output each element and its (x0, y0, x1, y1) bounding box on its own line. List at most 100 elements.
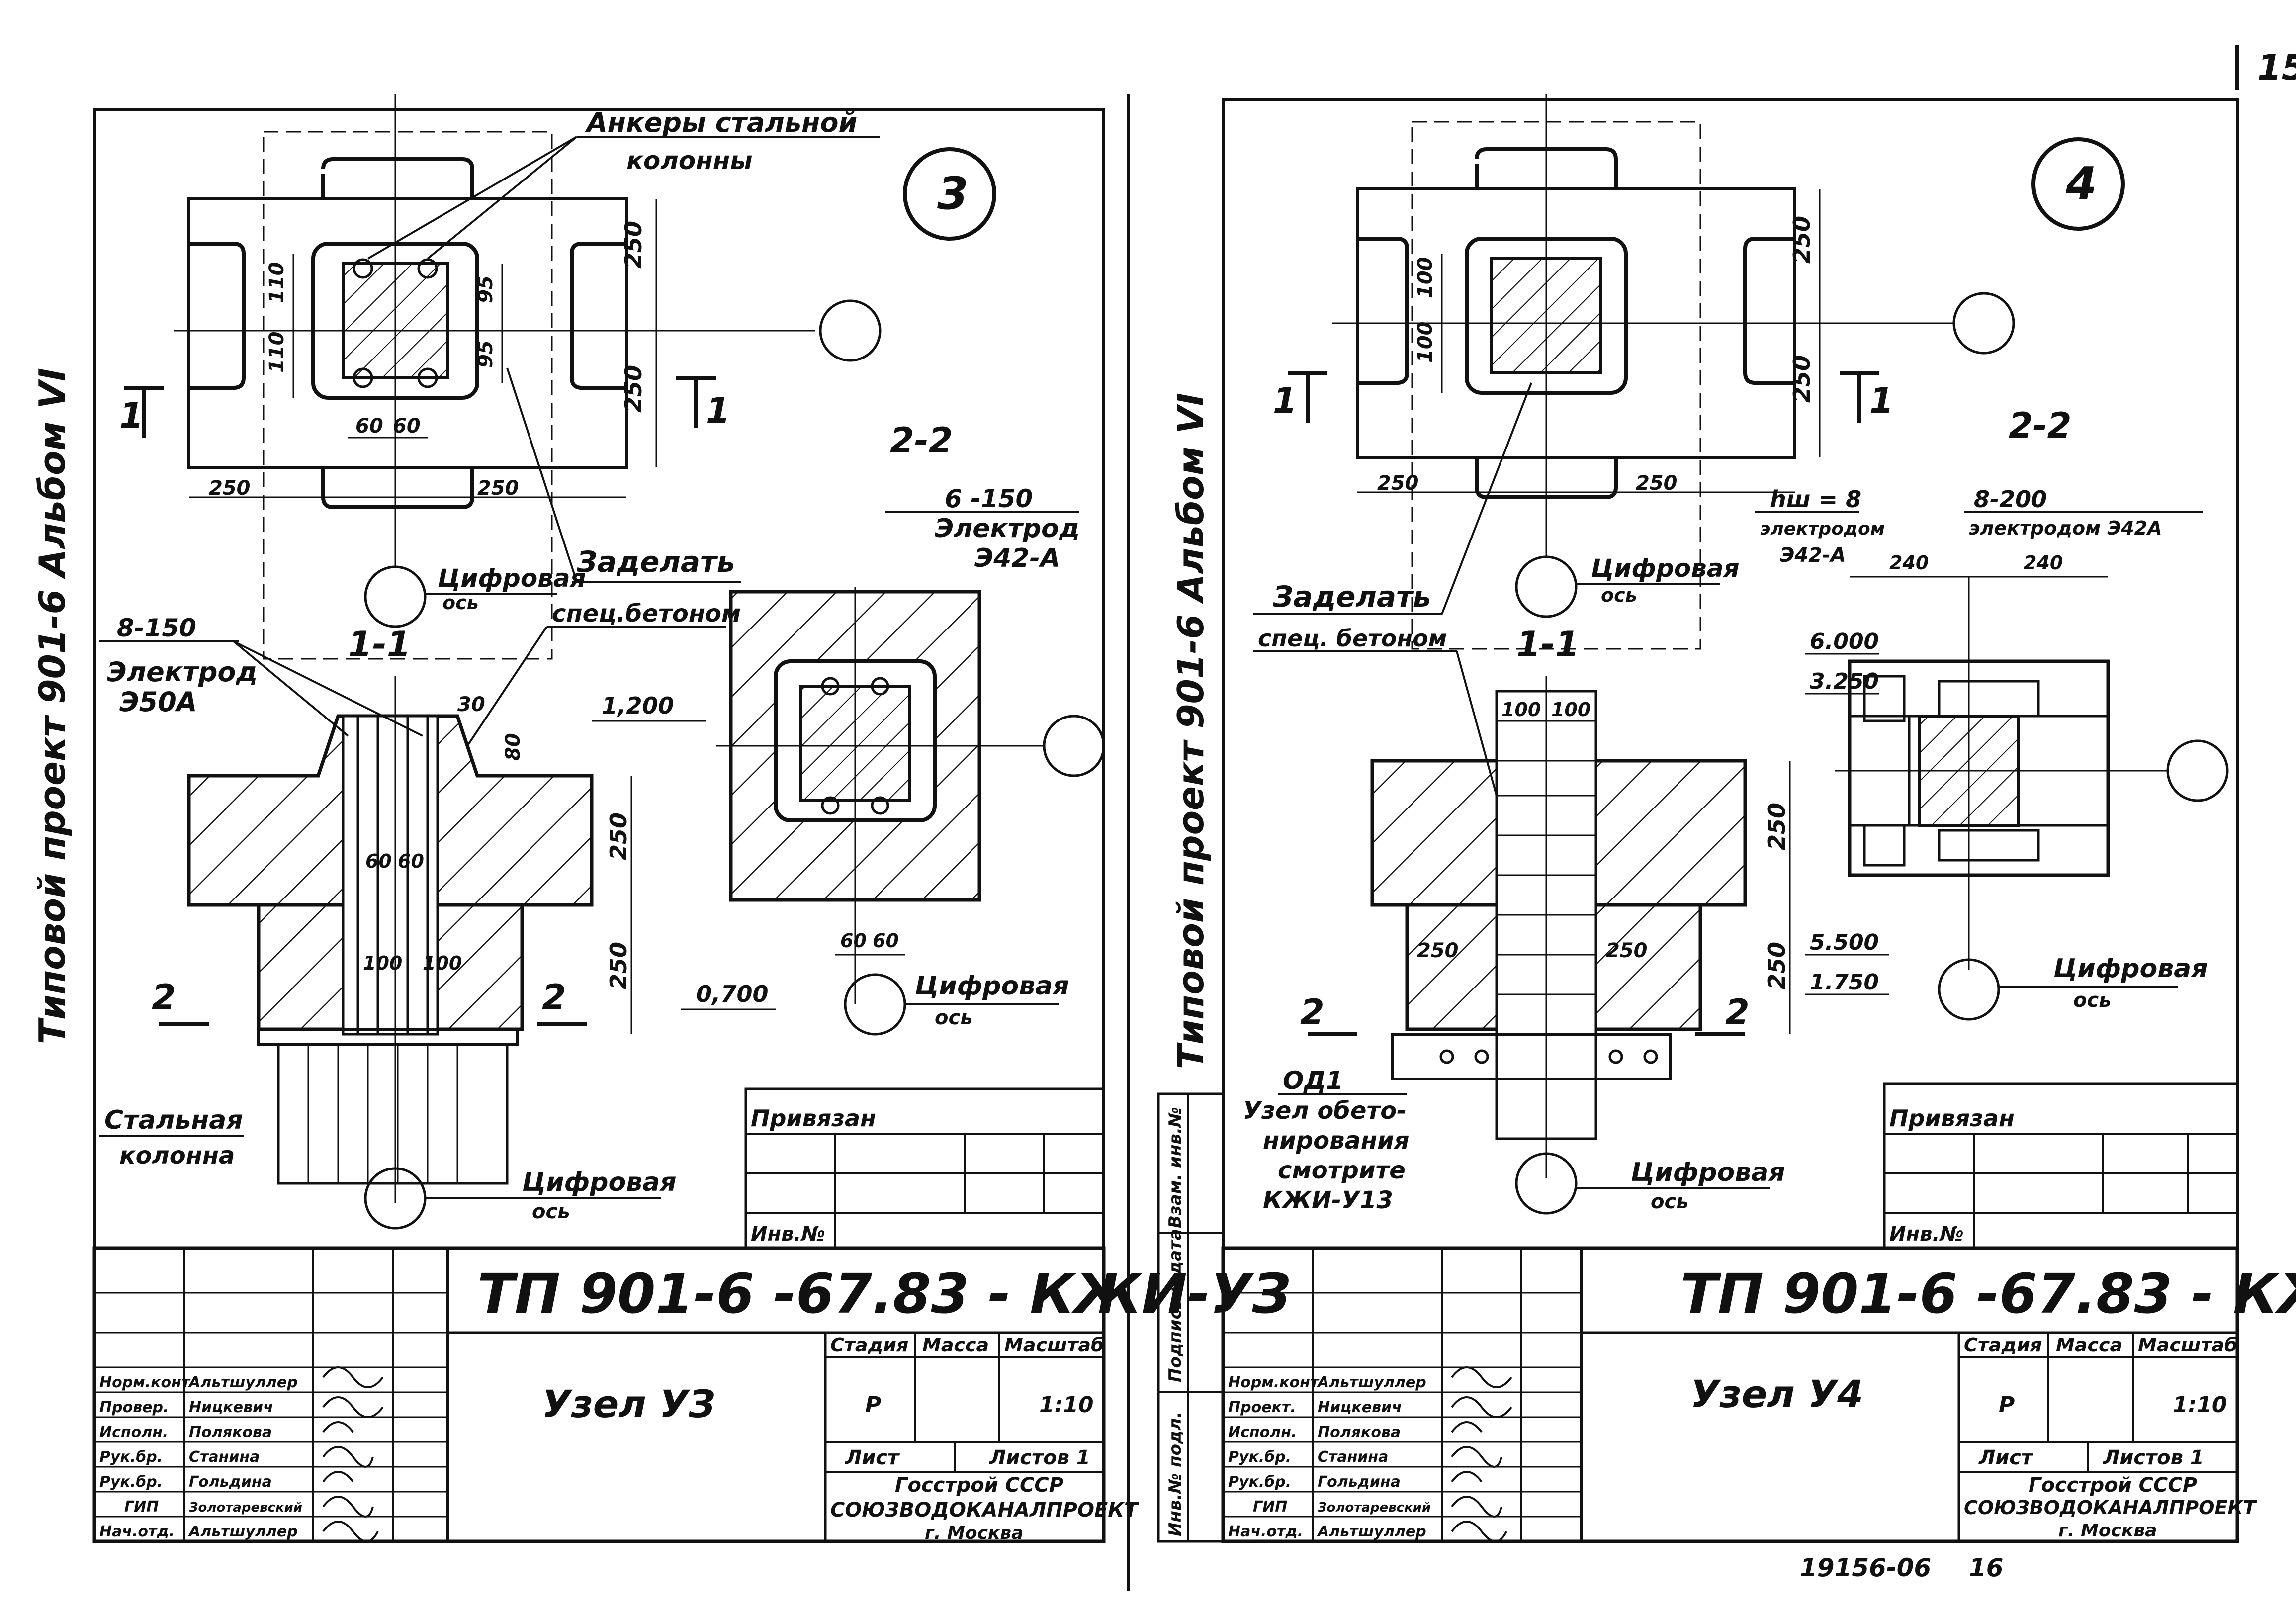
svg-text:Нач.отд.: Нач.отд. (99, 1523, 175, 1540)
svg-text:250: 250 (1788, 355, 1815, 403)
left-album-text: Типовой проект 901-6 Альбом VI (31, 368, 73, 1044)
svg-text:Стальная: Стальная (104, 1105, 243, 1135)
svg-text:Цифровая: Цифровая (438, 564, 586, 593)
svg-text:Золотаревский: Золотаревский (1317, 1500, 1431, 1515)
svg-text:Масштаб: Масштаб (2138, 1334, 2238, 1356)
svg-text:1: 1 (706, 390, 730, 431)
svg-text:Электрод: Электрод (935, 514, 1080, 543)
svg-text:60: 60 (393, 415, 421, 438)
right-plan: 250 250 100 100 250 250 1 1 (1273, 94, 2015, 650)
svg-text:100: 100 (1414, 257, 1437, 299)
svg-text:Инв.№: Инв.№ (751, 1223, 825, 1246)
svg-text:60: 60 (840, 930, 867, 952)
svg-text:Рук.бр.: Рук.бр. (99, 1448, 163, 1466)
svg-text:Ницкевич: Ницкевич (1318, 1399, 1402, 1416)
svg-text:Гольдина: Гольдина (1318, 1473, 1401, 1491)
svg-text:колонны: колонны (626, 146, 753, 175)
svg-text:2: 2 (1725, 992, 1750, 1033)
svg-text:КЖИ-У13: КЖИ-У13 (1263, 1186, 1393, 1214)
svg-text:Узел обето-: Узел обето- (1243, 1097, 1407, 1125)
svg-text:100: 100 (423, 952, 462, 974)
svg-text:Цифровая: Цифровая (2053, 954, 2208, 984)
svg-text:250: 250 (620, 365, 647, 413)
svg-text:Станина: Станина (189, 1448, 260, 1466)
svg-text:Альтшуллер: Альтшуллер (1317, 1523, 1426, 1540)
left-node-circle (903, 147, 996, 241)
svg-text:Лист: Лист (845, 1446, 900, 1469)
page-number: 15 (2257, 47, 2296, 88)
left-node-title: Узел УЗ (542, 1382, 715, 1426)
right-section-2-2: 240 240 Цифровая ось (1835, 552, 2229, 1021)
svg-text:80: 80 (502, 733, 525, 761)
svg-text:электродом: электродом (1760, 519, 1885, 539)
svg-text:ОД1: ОД1 (1283, 1066, 1343, 1095)
svg-text:Стадия: Стадия (1964, 1334, 2042, 1356)
svg-text:Ницкевич: Ницкевич (189, 1399, 273, 1416)
svg-text:Госстрой СССР: Госстрой СССР (2029, 1474, 2197, 1497)
svg-text:Лист: Лист (1978, 1446, 2034, 1469)
svg-text:СОЮЗВОДОКАНАЛПРОЕКТ: СОЮЗВОДОКАНАЛПРОЕКТ (830, 1499, 1139, 1522)
svg-text:Инв.№ подл.: Инв.№ подл. (1165, 1412, 1185, 1536)
svg-text:8-150: 8-150 (117, 614, 196, 642)
svg-text:г. Москва: г. Москва (925, 1523, 1023, 1543)
svg-text:ГИП: ГИП (124, 1498, 159, 1516)
svg-text:спец. бетоном: спец. бетоном (1258, 625, 1447, 652)
svg-text:ось: ось (1651, 1190, 1688, 1213)
left-plan: 250 250 110 110 95 95 60 60 250 250 1 1 (119, 94, 882, 660)
svg-text:Привязан: Привязан (751, 1105, 876, 1132)
svg-text:Цифровая: Цифровая (1591, 554, 1740, 583)
svg-text:3.250: 3.250 (1810, 669, 1879, 694)
right-doc-code: ТП 901-6 -67.83 - КЖИ-У4 (1680, 1262, 2296, 1326)
svg-text:Привязан: Привязан (1889, 1105, 2015, 1132)
svg-text:Рук.бр.: Рук.бр. (1228, 1448, 1291, 1466)
svg-text:ГИП: ГИП (1253, 1498, 1287, 1516)
svg-text:hш = 8: hш = 8 (1770, 486, 1861, 513)
svg-text:1: 1 (119, 395, 144, 436)
svg-text:1,200: 1,200 (602, 692, 674, 719)
left-section-1-1: 1-1 250 250 30 80 60 60 1 (99, 614, 776, 1230)
svg-text:Масса: Масса (2056, 1334, 2122, 1356)
svg-text:Р: Р (1999, 1392, 2015, 1418)
left-title-block: ТП 901-6 -67.83 - КЖИ-УЗ Узел УЗ Стадия … (92, 1246, 1291, 1543)
svg-text:Рук.бр.: Рук.бр. (99, 1473, 163, 1491)
svg-text:Инв.№: Инв.№ (1889, 1223, 1964, 1246)
svg-text:Заделать: Заделать (1272, 580, 1431, 614)
right-sheet: Типовой проект 901-6 Альбом VI 4 250 250… (1157, 94, 2296, 1543)
svg-text:Цифровая: Цифровая (522, 1168, 677, 1197)
svg-text:250: 250 (477, 477, 519, 500)
svg-text:ось: ось (935, 1006, 972, 1029)
svg-text:ось: ось (532, 1200, 570, 1223)
svg-text:250: 250 (605, 812, 632, 860)
svg-text:60: 60 (398, 850, 424, 872)
svg-text:100: 100 (363, 952, 402, 974)
svg-text:100: 100 (1551, 699, 1590, 720)
svg-text:250: 250 (1377, 472, 1419, 495)
left-privyazan-block: Привязан Инв.№ (744, 1087, 1105, 1250)
svg-text:2-2: 2-2 (890, 420, 953, 461)
svg-text:Цифровая: Цифровая (915, 971, 1069, 1001)
svg-text:Норм.конт: Норм.конт (1228, 1374, 1320, 1391)
svg-text:Полякова: Полякова (1318, 1424, 1401, 1441)
svg-text:Полякова: Полякова (189, 1424, 272, 1441)
svg-text:смотрите: смотрите (1278, 1157, 1406, 1184)
svg-text:г. Москва: г. Москва (2058, 1521, 2157, 1541)
svg-text:Альтшуллер: Альтшуллер (1317, 1374, 1426, 1391)
svg-text:250: 250 (1788, 216, 1815, 264)
svg-text:Листов 1: Листов 1 (989, 1446, 1090, 1469)
svg-text:100: 100 (1501, 699, 1541, 720)
svg-text:95: 95 (474, 275, 497, 303)
svg-text:Взам. инв.№: Взам. инв.№ (1165, 1107, 1185, 1228)
svg-text:1: 1 (1273, 380, 1297, 421)
left-doc-code: ТП 901-6 -67.83 - КЖИ-УЗ (477, 1262, 1291, 1326)
svg-text:250: 250 (605, 942, 632, 989)
svg-text:ось: ось (442, 592, 479, 614)
right-privyazan-block: Привязан Инв.№ (1883, 1082, 2239, 1250)
svg-text:1:10: 1:10 (2173, 1392, 2227, 1418)
right-side-stamp: Взам. инв.№ Подпись и дата Инв.№ подл. (1157, 1092, 1225, 1543)
svg-text:Э42-А: Э42-А (1780, 544, 1846, 567)
svg-text:Листов 1: Листов 1 (2103, 1446, 2204, 1469)
svg-text:Стадия: Стадия (830, 1334, 908, 1356)
svg-text:Альтшуллер: Альтшуллер (188, 1523, 298, 1540)
